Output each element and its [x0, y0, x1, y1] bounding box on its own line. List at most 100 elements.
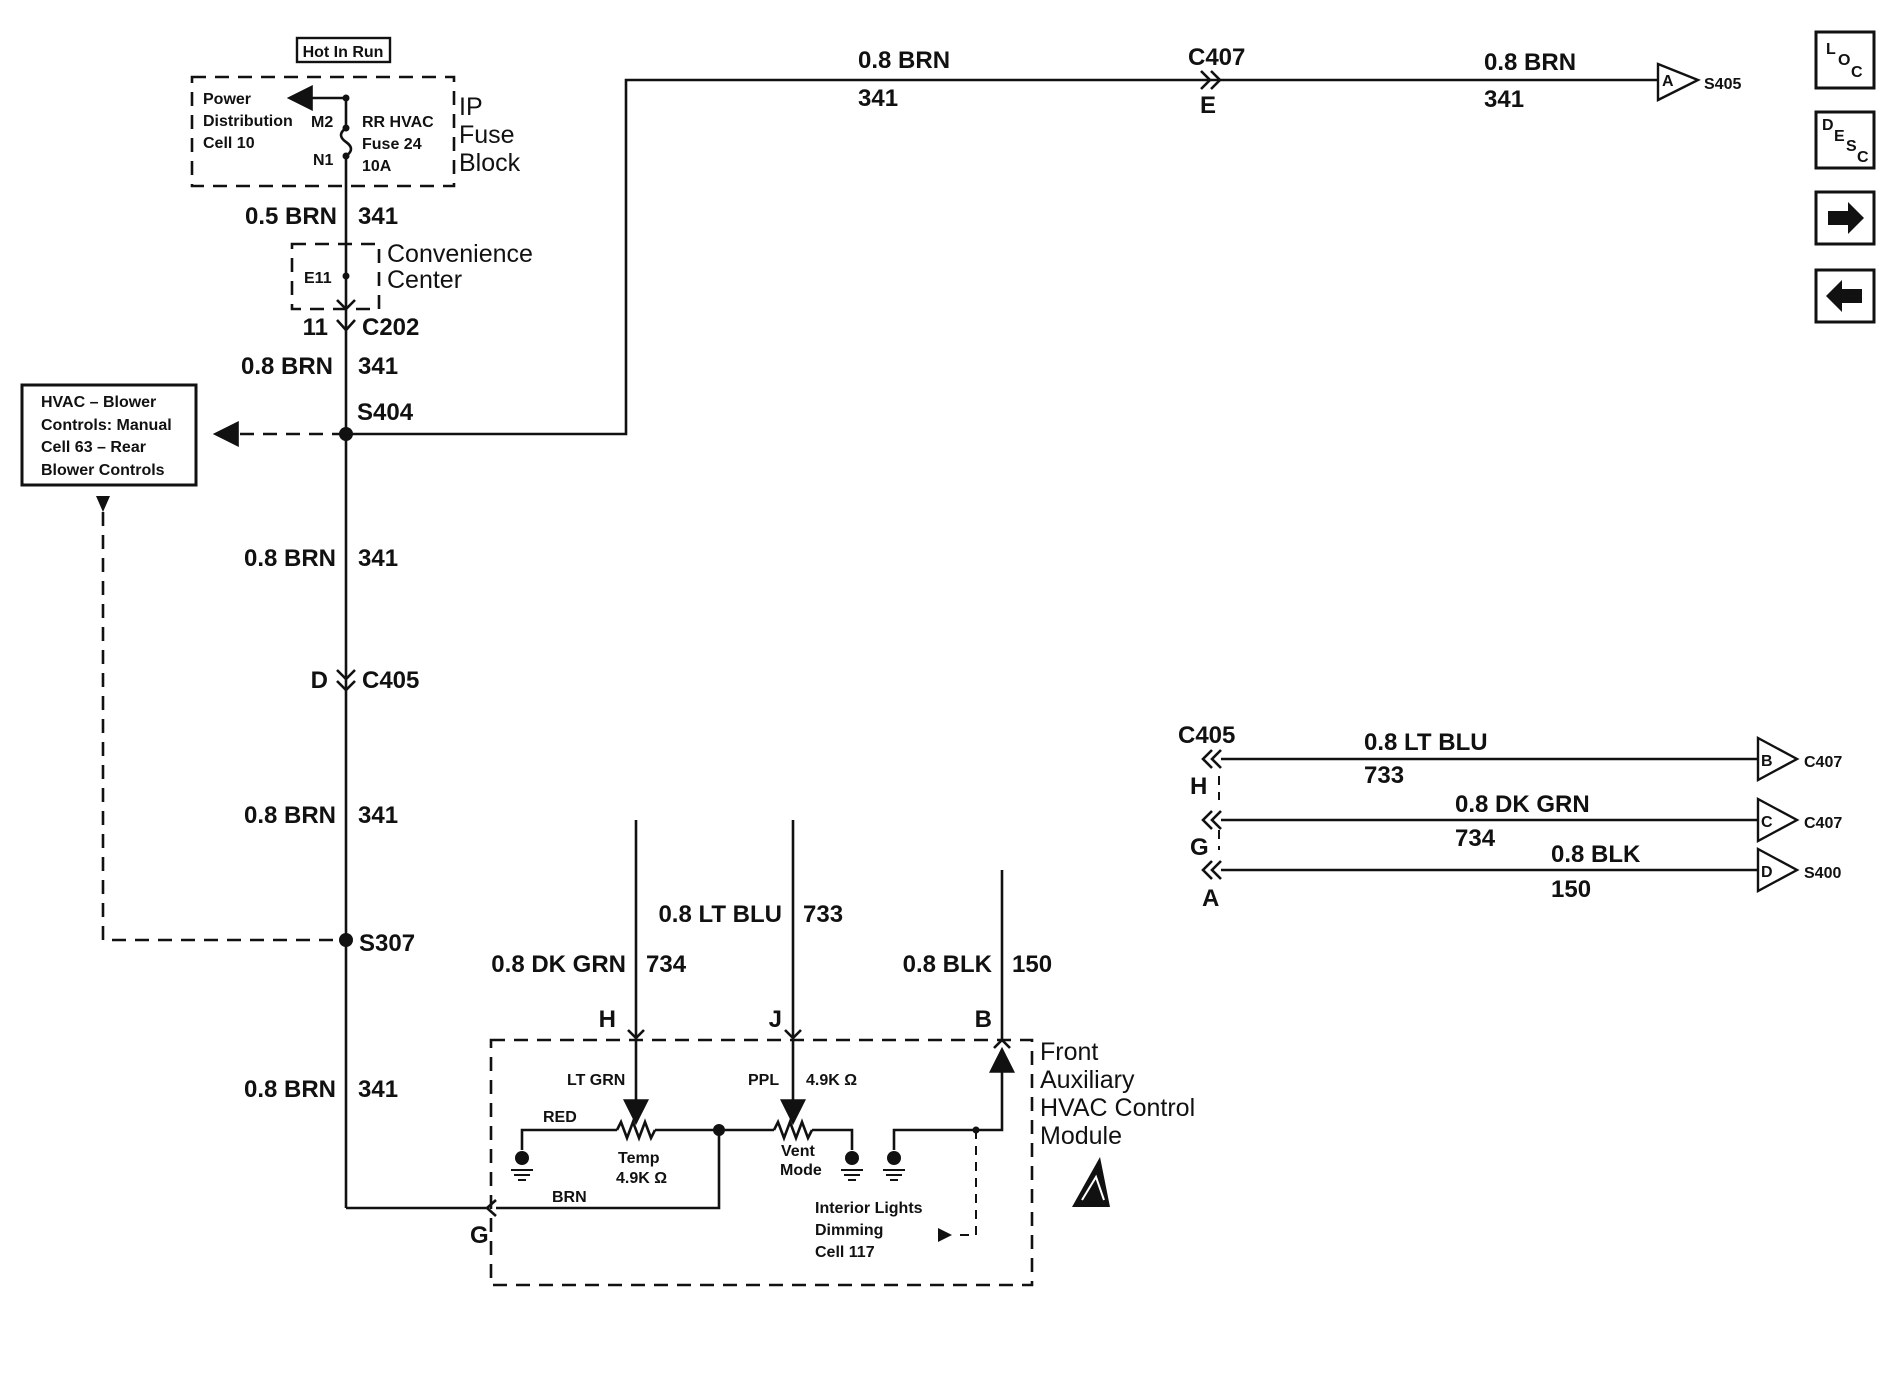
c202-label: C202	[362, 314, 419, 341]
diagram-label: HVAC – Blower	[41, 394, 156, 411]
s404-label: S404	[357, 399, 414, 426]
ip-fuse-block-title-2: Fuse	[459, 121, 515, 149]
c405-label-b: C405	[1178, 722, 1235, 749]
back-button[interactable]	[1814, 268, 1876, 324]
diagram-label: C	[1857, 149, 1869, 166]
arrow-left-icon	[1826, 280, 1862, 312]
diagram-label: S	[1846, 138, 1857, 155]
diagram-label: B	[975, 1006, 992, 1033]
fuse-label-3: 10A	[362, 158, 392, 175]
diagram-label: Cell 117	[815, 1244, 875, 1261]
diagram-label: Blower Controls	[41, 462, 165, 479]
diagram-label: 0.8 BLK	[1551, 841, 1641, 868]
diagram-label: 733	[803, 901, 843, 928]
arrow-right-icon	[1828, 202, 1864, 234]
c405-label-a: C405	[362, 667, 419, 694]
diagram-label: 733	[1364, 762, 1404, 789]
diagram-label: D	[1822, 117, 1834, 134]
diagram-label: 4.9K Ω	[616, 1170, 667, 1187]
c407-ref-c: C C407	[1756, 796, 1842, 844]
diagram-label: A	[1662, 73, 1674, 90]
diagram-label: Temp	[618, 1150, 660, 1167]
diagram-label: C407	[1804, 754, 1842, 771]
diagram-label: 0.8 DK GRN	[1455, 791, 1590, 818]
c407-top-pin-e: E	[1200, 92, 1216, 119]
c202-pin: 11	[303, 314, 328, 341]
diagram-label: 0.8 BRN	[244, 802, 336, 829]
forward-button[interactable]	[1814, 190, 1876, 246]
diagram-label: Controls: Manual	[41, 417, 172, 434]
pin-m2: M2	[311, 114, 333, 131]
diagram-label: C407	[1804, 815, 1842, 832]
diagram-label: H	[599, 1006, 616, 1033]
pin-e11: E11	[304, 270, 332, 287]
c405-connector-symbol-a	[336, 669, 356, 681]
diagram-label: 341	[358, 802, 398, 829]
diagram-label: Cell 63 – Rear	[41, 439, 146, 456]
diagram-label: Vent	[781, 1143, 815, 1160]
diagram-label: PPL	[748, 1072, 779, 1089]
diagram-label: G	[470, 1222, 489, 1249]
diagram-label: Mode	[780, 1162, 822, 1179]
pin-n1: N1	[313, 152, 334, 169]
diagram-label: Center	[387, 266, 462, 294]
wire-label-05brn: 0.5 BRN	[245, 203, 337, 230]
c405-pin-d: D	[311, 667, 328, 694]
diagram-label: Auxiliary	[1040, 1066, 1135, 1094]
c407-ref-b: B C407	[1756, 735, 1842, 783]
top-wire-341	[346, 78, 1658, 436]
hot-in-run-label: Hot In Run	[295, 36, 392, 64]
fuse-label-2: Fuse 24	[362, 136, 422, 153]
s405-offpage-ref: A S405	[1656, 62, 1741, 102]
ground-icon	[841, 1151, 863, 1181]
top-circuit-label-1: 341	[858, 85, 898, 112]
top-wire-label-1: 0.8 BRN	[858, 47, 950, 74]
c405-pin-g: G	[1190, 834, 1209, 861]
ip-fuse-block-title-1: IP	[459, 93, 483, 121]
diagram-label: Hot In Run	[303, 44, 384, 61]
diagram-label: HVAC Control	[1040, 1094, 1195, 1122]
desc-button[interactable]: D E S C	[1814, 110, 1876, 170]
diagram-label: 0.8 LT BLU	[1364, 729, 1488, 756]
diagram-label: 150	[1551, 876, 1591, 903]
ground-icon	[883, 1151, 905, 1181]
diagram-label: L	[1826, 41, 1836, 58]
s405-label: S405	[1704, 76, 1741, 93]
c407-top-label: C407	[1188, 44, 1245, 71]
esd-warning-icon	[1072, 1157, 1110, 1207]
diagram-label: 0.8 BRN	[244, 545, 336, 572]
c405-pin-h: H	[1190, 773, 1207, 800]
diagram-label: Dimming	[815, 1222, 883, 1239]
diagram-label: LT GRN	[567, 1072, 625, 1089]
diagram-label: Interior Lights	[815, 1200, 923, 1217]
ground-icon	[511, 1151, 533, 1181]
diagram-label: D	[1761, 864, 1773, 881]
s307-label: S307	[359, 930, 415, 957]
diagram-label: 0.8 LT BLU	[658, 901, 782, 928]
power-distribution-label-3: Cell 10	[203, 135, 255, 152]
fuse-symbol	[339, 98, 353, 180]
convenience-center: Convenience Center E11	[290, 240, 533, 311]
diagram-label: J	[769, 1006, 782, 1033]
diagram-label: 0.8 BLK	[903, 951, 993, 978]
diagram-label: 341	[358, 353, 398, 380]
diagram-label: E	[1834, 128, 1845, 145]
circuit-label-341: 341	[358, 203, 398, 230]
diagram-label: BRN	[552, 1189, 587, 1206]
power-distribution-label-1: Power	[203, 91, 251, 108]
diagram-label: Convenience	[387, 240, 533, 268]
diagram-label: Module	[1040, 1122, 1122, 1150]
power-distribution-label-2: Distribution	[203, 113, 293, 130]
front-auxiliary-hvac-control-module: Front Auxiliary HVAC Control Module H J …	[470, 1006, 1195, 1287]
ip-fuse-block-title-3: Block	[459, 149, 521, 177]
s307-splice	[339, 933, 353, 947]
loc-button[interactable]: L O C	[1814, 30, 1876, 90]
fuse-label-1: RR HVAC	[362, 114, 434, 131]
diagram-label: 734	[1455, 825, 1496, 852]
c405-pin-a: A	[1202, 885, 1219, 912]
c407-top-symbol	[1200, 70, 1212, 90]
diagram-label: 4.9K Ω	[806, 1072, 857, 1089]
diagram-label: O	[1838, 52, 1850, 69]
diagram-label: 0.8 BRN	[241, 353, 333, 380]
